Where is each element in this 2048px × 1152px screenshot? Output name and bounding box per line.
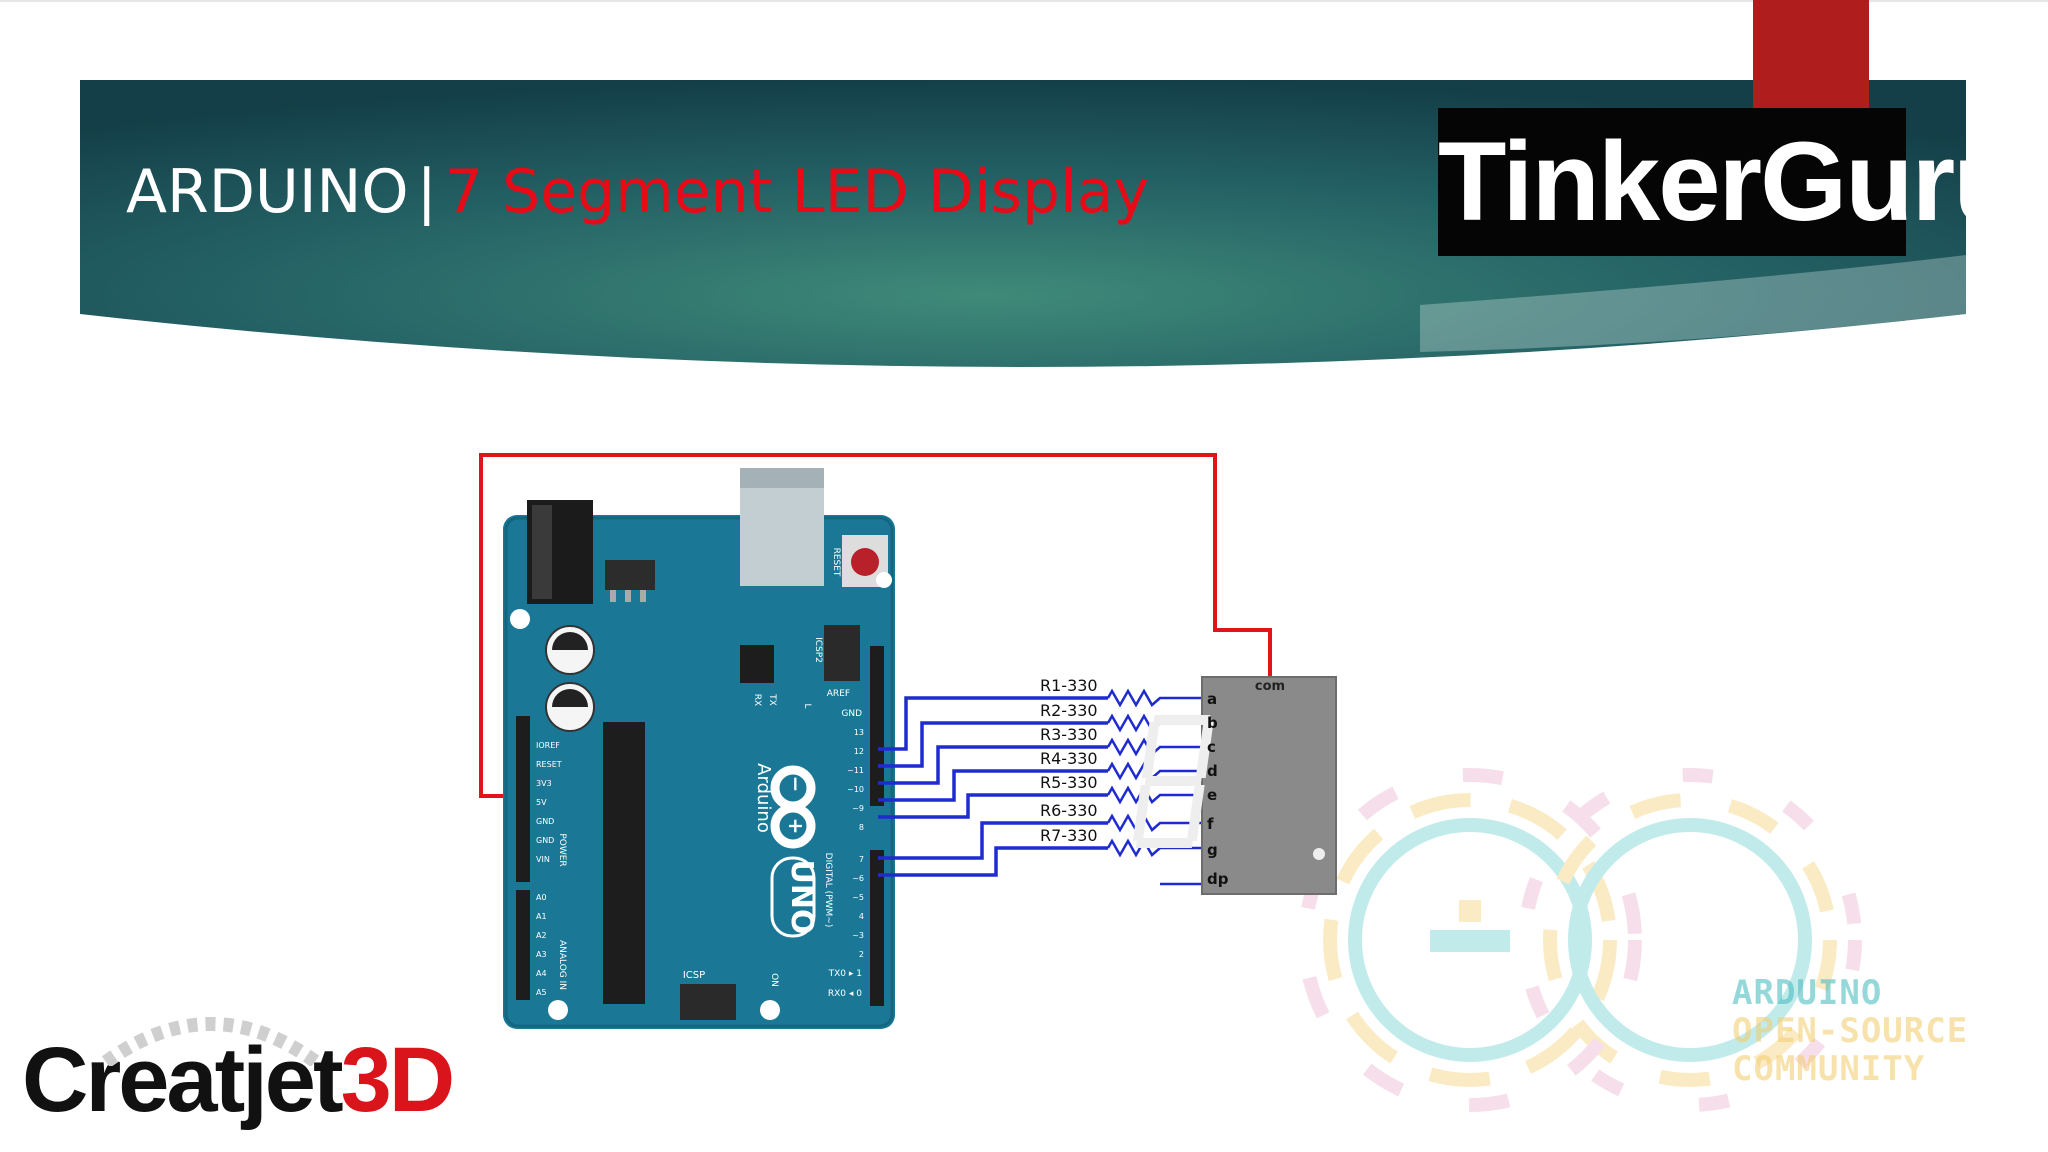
power-pin-label: IOREF [536, 741, 560, 750]
board-name: UNO [784, 860, 819, 935]
digital-pin-label: 13 [854, 728, 864, 737]
label-digital: DIGITAL (PWM~) [823, 853, 833, 928]
power-pin-label: GND [536, 817, 554, 826]
resistor [1106, 688, 1202, 708]
watermark-line-2: OPEN-SOURCE [1732, 1011, 1969, 1051]
segment-e [1132, 785, 1151, 841]
watermark-line-1: ARDUINO [1732, 973, 1883, 1013]
signal-wire [878, 745, 1108, 785]
signal-wire [878, 793, 1108, 819]
resistor-label: R1-330 [1040, 676, 1098, 695]
gear-icon [101, 1017, 321, 1066]
power-pin-label: RESET [536, 760, 562, 769]
signal-wire [878, 821, 1108, 860]
segment-c [1186, 785, 1205, 841]
analog-pin-label: A4 [536, 969, 547, 978]
resistor-label: R2-330 [1040, 701, 1098, 720]
resistor [1106, 785, 1202, 805]
label-power: POWER [557, 833, 567, 866]
segment-pin-label: c [1207, 738, 1216, 756]
board-brand: Arduino [753, 763, 774, 833]
label-analog-in: ANALOG IN [557, 940, 567, 990]
creatjet3d-prefix: Creatjet [22, 1029, 344, 1131]
signal-wire [878, 721, 1108, 768]
digital-pin-label: ~11 [847, 766, 864, 775]
segment-pin-label: g [1207, 841, 1218, 859]
segment-pin-label: f [1207, 815, 1214, 833]
digital-pin-label: ~3 [852, 931, 864, 940]
digital-pin-label: ~9 [852, 804, 864, 813]
segment-dp [1313, 848, 1325, 860]
digital-pin-label: ~10 [847, 785, 864, 794]
analog-pin-label: A2 [536, 931, 547, 940]
segment-d [1135, 838, 1194, 848]
svg-text:+: + [784, 818, 808, 835]
segment-pin-label: d [1207, 762, 1218, 780]
slide-title: ARDUINO|7 Segment LED Display [126, 152, 1149, 232]
digital-pin-label: 2 [859, 950, 864, 959]
label-gnd: GND [841, 709, 862, 719]
digital-pin-label: ~5 [852, 893, 864, 902]
display-com-label: com [1255, 679, 1285, 694]
resistor-label: R4-330 [1040, 749, 1098, 768]
creatjet3d-suffix: 3D [340, 1029, 456, 1131]
red-accent-block [1753, 0, 1869, 108]
segment-pin-label: b [1207, 714, 1218, 732]
top-divider [0, 0, 2048, 2]
power-wire [479, 453, 1272, 798]
digital-pin-label: 12 [854, 747, 864, 756]
resistor [1106, 761, 1202, 781]
digital-pin-label: 7 [859, 855, 864, 864]
title-separator: | [416, 157, 437, 227]
arduino-uno-board: − + UNO Arduino RESET ICSP2 ICSP TX RX L… [503, 468, 895, 1029]
label-on: ON [769, 973, 779, 987]
label-l: L [802, 703, 812, 708]
resistor [1106, 838, 1202, 858]
signal-wire [878, 696, 1108, 751]
digital-pin-label: 4 [859, 912, 864, 921]
svg-text:−: − [784, 776, 808, 793]
analog-pin-label: A3 [536, 950, 547, 959]
power-pin-label: GND [536, 836, 554, 845]
analog-pin-label: A0 [536, 893, 547, 902]
analog-pin-label: A1 [536, 912, 547, 921]
segment-f [1141, 722, 1160, 778]
resistor [1106, 813, 1202, 833]
resistor-label: R7-330 [1040, 826, 1098, 845]
digital-pin-label: 8 [859, 823, 864, 832]
resistor-label: R5-330 [1040, 773, 1098, 792]
analog-pin-label: A5 [536, 988, 547, 997]
segment-pin-label: a [1207, 690, 1217, 708]
digital-pin-label: ~6 [852, 874, 864, 883]
segment-pin-label: e [1207, 786, 1217, 804]
power-pin-label: VIN [536, 855, 550, 864]
title-prefix: ARDUINO [126, 157, 409, 227]
power-pin-label: 5V [536, 798, 547, 807]
segment-pin-label: dp [1207, 870, 1229, 888]
signal-wire [878, 769, 1108, 802]
resistor-label: R6-330 [1040, 801, 1098, 820]
power-pin-label: 3V3 [536, 779, 552, 788]
signal-wire [878, 846, 1108, 877]
label-rxo: RX0 ◂ 0 [828, 989, 862, 999]
resistor [1106, 737, 1202, 757]
label-txo: TX0 ▸ 1 [828, 969, 862, 979]
resistor-label: R3-330 [1040, 725, 1098, 744]
watermark-line-3: COMMUNITY [1732, 1049, 1926, 1089]
label-rx: RX [752, 694, 762, 706]
segment-b [1195, 722, 1214, 778]
segment-a [1153, 715, 1211, 725]
label-reset: RESET [831, 548, 841, 577]
label-icsp2: ICSP2 [813, 637, 823, 663]
label-tx: TX [767, 693, 777, 706]
label-aref: AREF [827, 689, 850, 699]
title-highlight: 7 Segment LED Display [444, 157, 1149, 227]
creatjet3d-logo: Creatjet3D [22, 1029, 456, 1131]
segment-g [1144, 776, 1202, 786]
label-icsp: ICSP [683, 970, 705, 981]
